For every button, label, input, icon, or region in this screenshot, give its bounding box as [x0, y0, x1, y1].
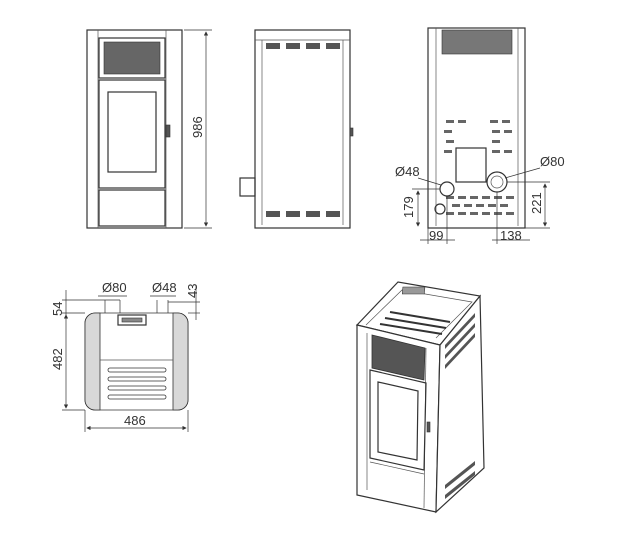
rear-small-pipe-label: Ø48 [395, 164, 420, 179]
small-pipe-offset: 99 [429, 228, 443, 243]
iso-grille [371, 334, 426, 381]
isometric-view [355, 281, 485, 514]
large-pipe-outlet [486, 171, 508, 193]
door-handle-icon [165, 124, 171, 138]
rear-large-pipe-label: Ø80 [540, 154, 565, 169]
top-view: Ø80 Ø48 54 43 482 486 [50, 280, 200, 432]
top-large-pipe-label: Ø80 [102, 280, 127, 295]
small-pipe-height: 179 [401, 196, 416, 218]
stove-door [98, 79, 166, 189]
door-glass [107, 91, 157, 173]
side-view [239, 29, 354, 229]
small-pipe-depth: 43 [185, 284, 200, 298]
large-pipe-offset: 138 [500, 228, 522, 243]
front-view: 986 [86, 29, 212, 229]
top-small-pipe-label: Ø48 [152, 280, 177, 295]
height-dimension: 986 [190, 116, 205, 138]
width-dimension: 486 [124, 413, 146, 428]
flue-connector [239, 177, 256, 197]
front-grille [98, 37, 166, 79]
iso-door [369, 369, 427, 471]
rear-view: Ø48 Ø80 179 221 99 138 [395, 27, 565, 244]
depth-dimension: 482 [50, 348, 65, 370]
large-pipe-height: 221 [529, 192, 544, 214]
small-pipe-inlet [439, 181, 455, 197]
large-pipe-depth: 54 [50, 302, 65, 316]
